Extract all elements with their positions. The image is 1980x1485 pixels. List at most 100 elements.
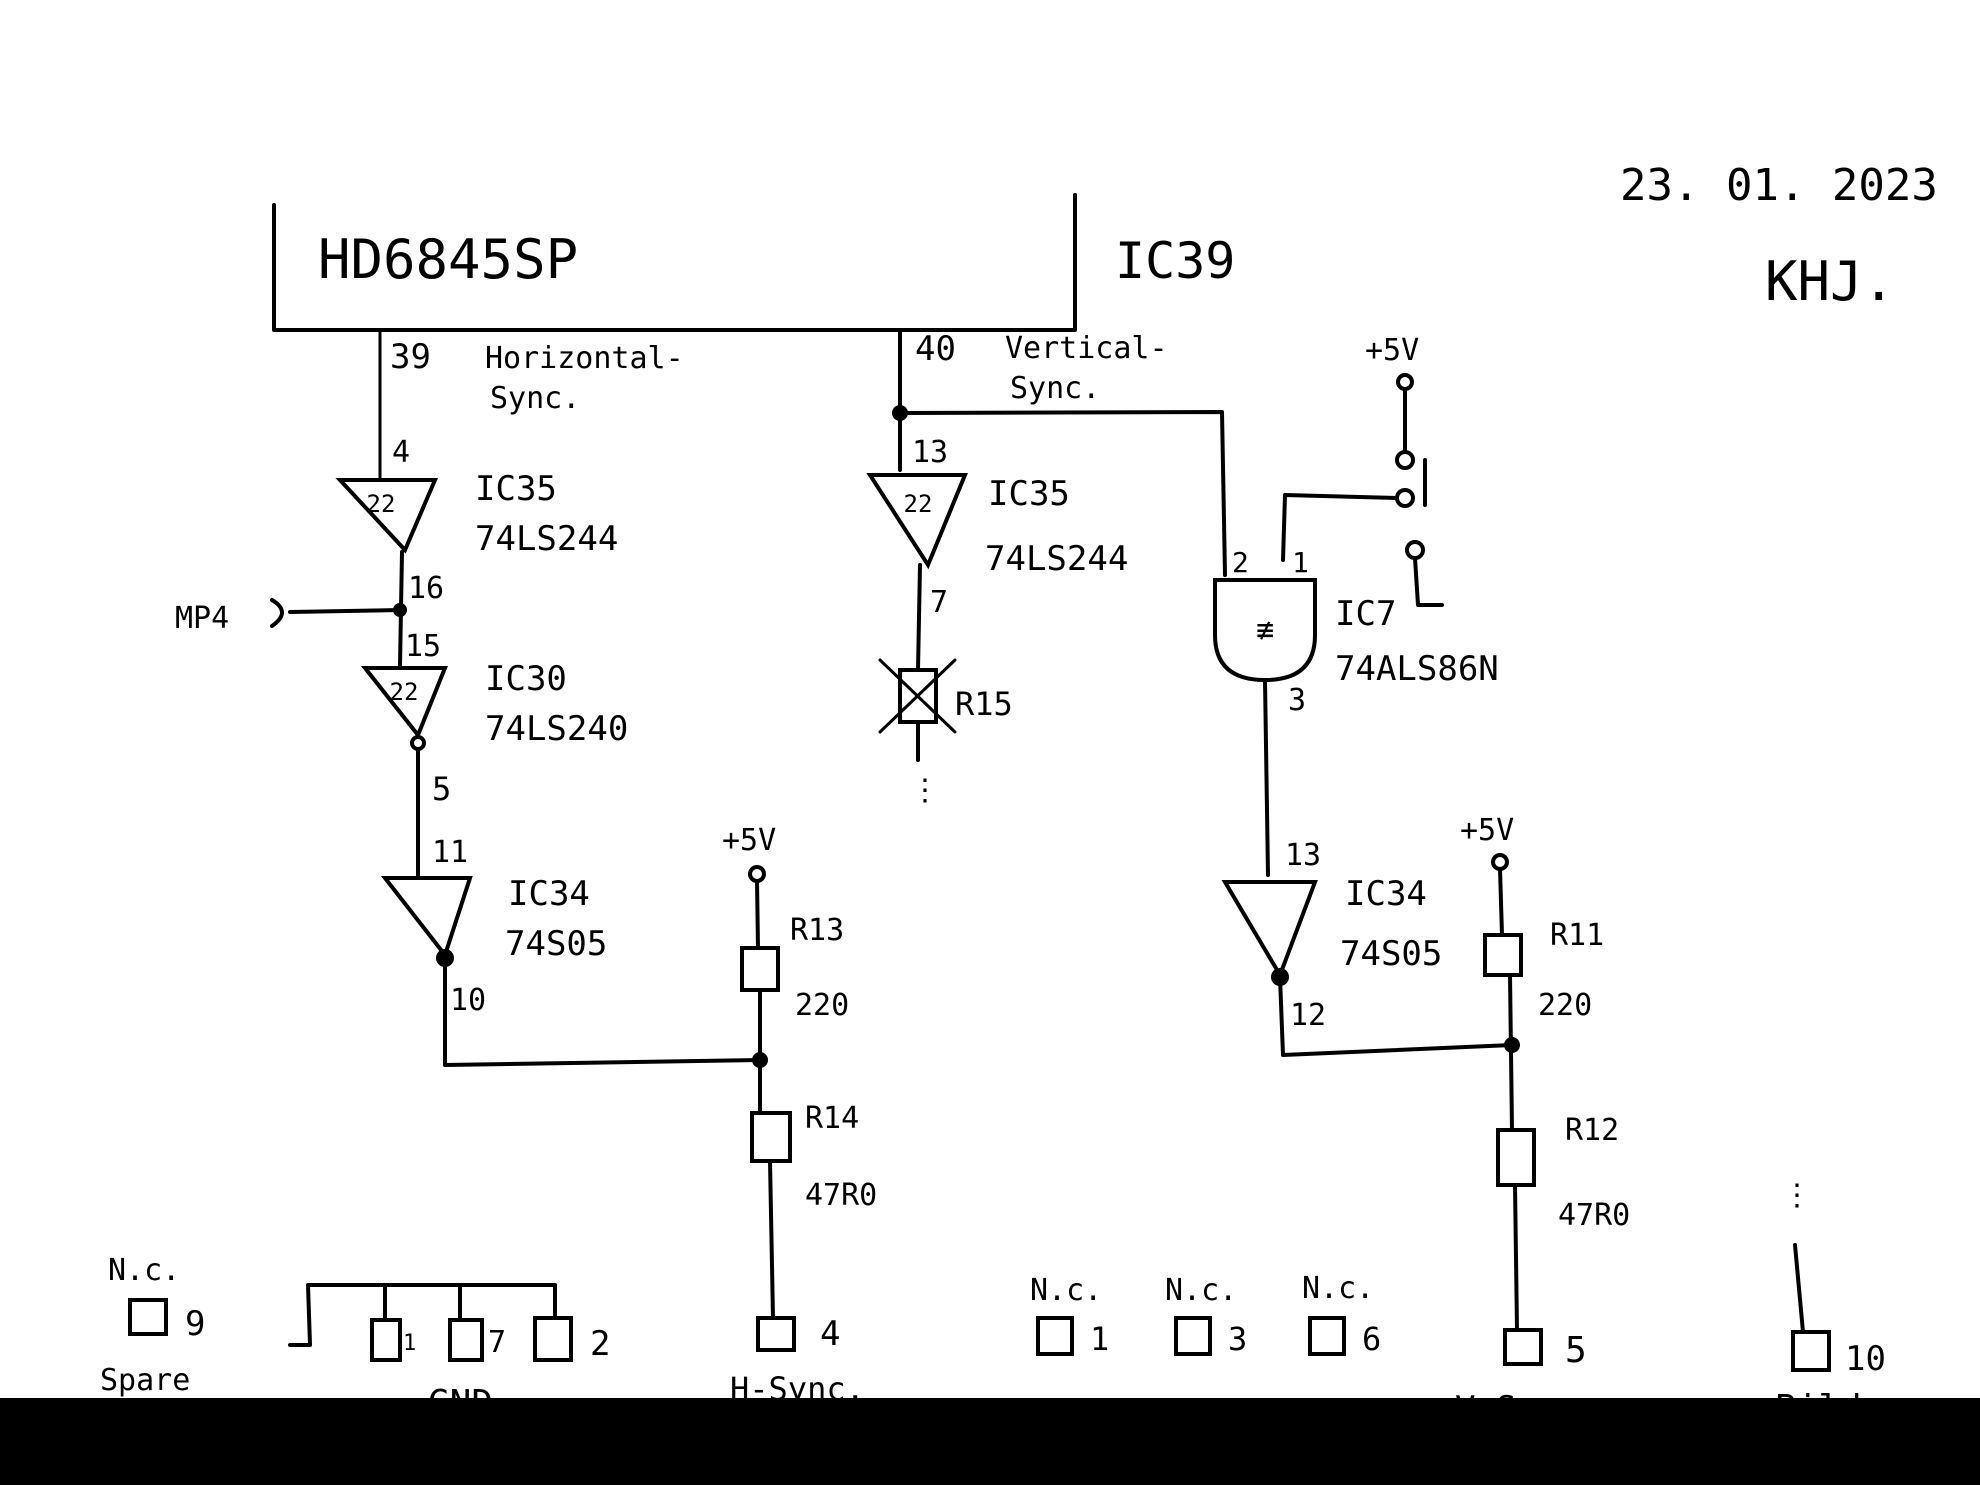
ic35-left-part: 74LS244 [475,519,618,559]
ic35-left-inner-label: 22 [367,490,396,518]
mp4-label: MP4 [175,601,229,636]
pin9-nc: N.c. [108,1253,180,1288]
date-text: 23. 01. 2023 [1620,160,1938,211]
chip-main-name: HD6845SP [318,228,578,291]
ic35-mid-ref: IC35 [988,474,1070,514]
r12-ref: R12 [1565,1113,1619,1148]
bottom-black-bar [0,1398,1980,1485]
nc-pin-6-num: 6 [1362,1320,1381,1358]
pin-39-label: 39 [390,337,431,377]
wire-h-output [443,956,762,1067]
ic7-ref: IC7 [1335,594,1396,634]
ic34-right-buffer [1221,880,1318,980]
ic30-inverter [360,666,448,739]
r12-body [1496,1128,1536,1187]
ic34-right-part: 74S05 [1340,934,1442,974]
wire-pin10 [1793,1243,1805,1334]
pin4-num: 4 [820,1314,840,1354]
switch-common [1395,488,1415,508]
gnd-pin-7: 7 [488,1325,506,1360]
wire-vcc-r11 [1498,867,1504,937]
nc-pin-1-pad [1036,1316,1074,1356]
nc-pin-3-label: N.c. [1165,1273,1237,1308]
r11-ref: R11 [1550,918,1604,953]
ic30-ref: IC30 [485,659,567,699]
pin9-label: Spare [100,1363,190,1398]
r13-body [740,946,780,992]
pin5-pad [1503,1328,1543,1366]
ic35-mid-part: 74LS244 [985,539,1128,579]
ic7-pin-b: 1 [1292,546,1309,579]
ic35-mid-inner-label: 22 [904,490,933,518]
nc-pin-6-label: N.c. [1302,1271,1374,1306]
ic35-left-buffer [335,478,439,554]
r11-body [1483,933,1523,977]
ic7-xor-symbol: ≢ [1256,613,1274,648]
ic35-mid-buffer [866,473,968,570]
vcc-right-label: +5V [1460,813,1514,848]
nc-pin-6-pad [1308,1316,1346,1356]
signature: KHJ. [1765,250,1895,313]
ic30-inverter-bubble [410,735,426,751]
ic30-pin-in: 15 [405,629,441,664]
ic35-left-pin-out: 16 [408,571,444,606]
r11-value: 220 [1538,988,1592,1023]
ic34-right-ref: IC34 [1345,874,1427,914]
ic35-left-pin-in: 4 [392,435,410,470]
switch-vcc-terminal [1396,373,1414,391]
nc-pin-1-label: N.c. [1030,1273,1102,1308]
pin10-pad [1791,1330,1831,1372]
mp4-connector-symbol [270,598,284,628]
ic34-left-pin-out: 10 [450,983,486,1018]
r13-ref: R13 [790,913,844,948]
nc-pin-3-num: 3 [1228,1320,1247,1358]
ic35-mid-pin-in: 13 [912,435,948,470]
pin5-num: 5 [1565,1330,1587,1371]
nc-pin-3-pad [1174,1316,1212,1356]
chip-hd6845sp-body [272,193,1077,332]
pin9-pad [128,1298,168,1336]
r15-continuation: ⋮ [910,773,940,808]
wire-switch-gnd [1413,556,1444,607]
ic34-left-ref: IC34 [508,874,590,914]
wire-mp4 [288,608,402,614]
ic7-part: 74ALS86N [1335,649,1499,689]
vcc-right-terminal [1491,853,1509,871]
wire-ic7-ic34 [1263,678,1270,877]
gnd-pad-2 [533,1316,573,1362]
h-signal-line2: Sync. [490,381,580,416]
wire-r14-pin4 [768,1159,775,1320]
v-signal-line2: Sync. [1010,371,1100,406]
switch-contact-top [1395,450,1415,470]
ic34-left-buffer [380,876,473,960]
wire-switch-ic7 [1281,493,1399,562]
ic30-part: 74LS240 [485,709,628,749]
vertical-middle-path: 40 Vertical- Sync. 13 22 IC35 74LS244 7 … [866,328,1227,808]
gnd-bus [288,1283,557,1347]
switch-contact-bottom [1405,540,1425,560]
r13-value: 220 [795,988,849,1023]
ic30-pin-out: 5 [432,770,451,808]
r14-body [750,1111,792,1163]
v-signal-line1: Vertical- [1005,331,1168,366]
r12-value: 47R0 [1558,1198,1630,1233]
wire-v-to-ic7 [898,410,1227,577]
ic7-pin-out: 3 [1288,683,1306,718]
chip-hd6845sp: HD6845SP IC39 [272,193,1235,332]
wire-r12-pin5 [1513,1183,1519,1332]
connector-row: N.c. 9 Spare 1 7 2 GND 4 H-Sync. N.c. 1 … [100,1178,1886,1429]
ic30-inner-label: 22 [390,678,419,706]
pin10-continuation: ⋮ [1782,1178,1812,1213]
wire-r11-r12 [1508,973,1514,1132]
ic34-left-part: 74S05 [505,924,607,964]
pin4-pad [756,1316,796,1352]
chip-main-ref: IC39 [1115,232,1235,290]
r15-cross-b [878,658,957,734]
r14-ref: R14 [805,1101,859,1136]
r15-ref: R15 [955,685,1013,723]
pin10-num: 10 [1845,1339,1886,1379]
wire-ic35-r15 [916,563,922,672]
vcc-left-label: +5V [722,823,776,858]
vertical-right-path: +5V ≢ 2 1 IC7 74ALS86N 3 13 IC34 74S05 1… [1213,333,1630,1332]
